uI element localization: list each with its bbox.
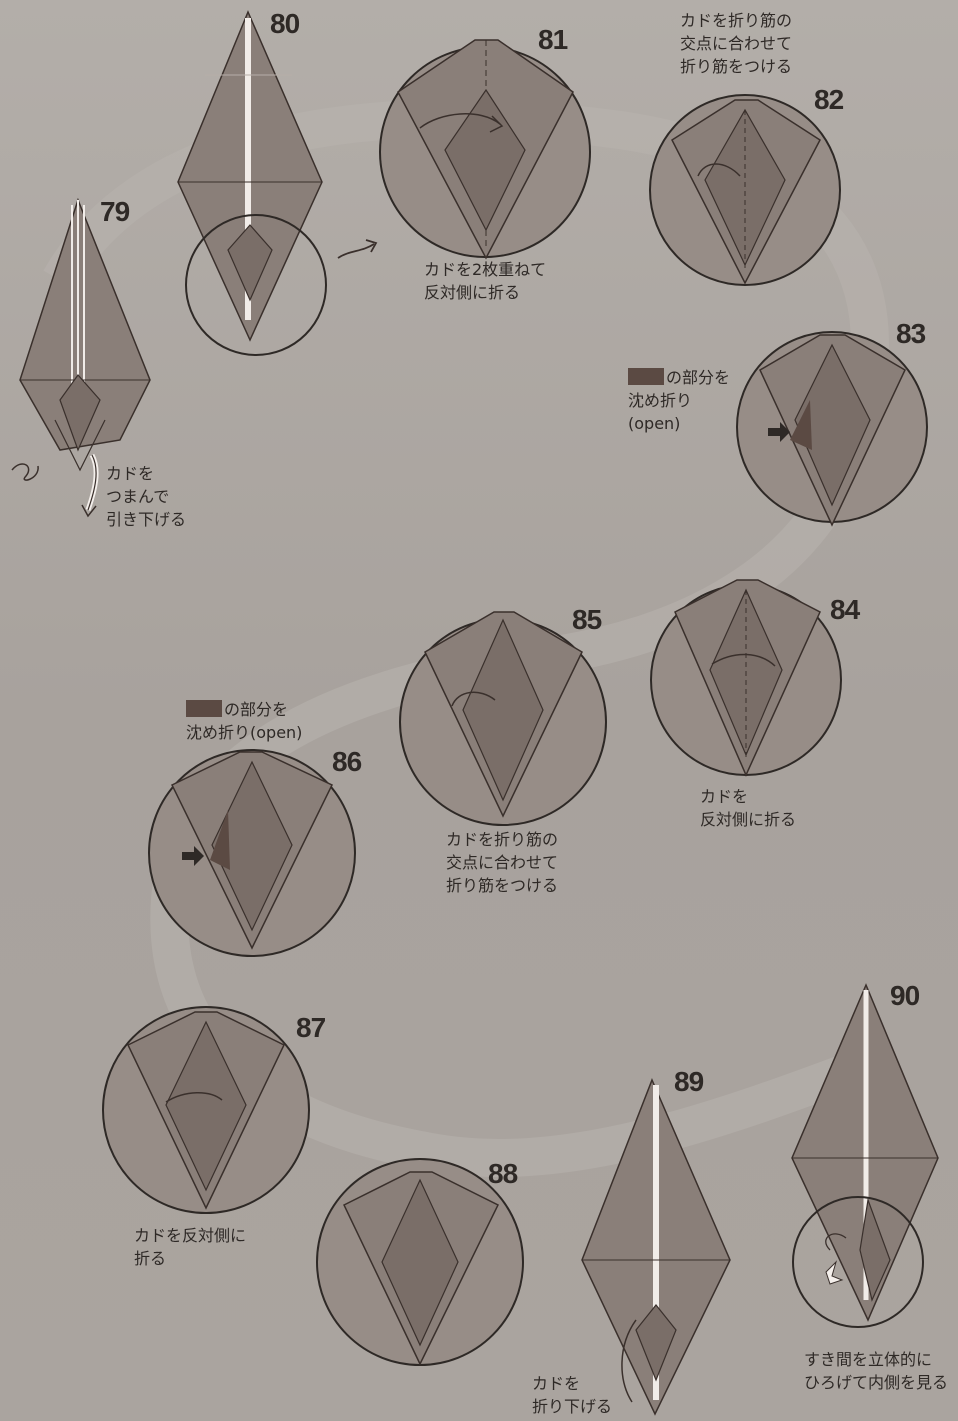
instruction-85: カドを折り筋の 交点に合わせて 折り筋をつける (446, 830, 559, 895)
model-89 (581, 1078, 731, 1416)
instruction-90: すき間を立体的に ひろげて内側を見る (804, 1350, 949, 1392)
instruction-81: カドを2枚重ねて 反対側に折る (424, 260, 547, 302)
step-number-79: 79 (100, 196, 130, 227)
instruction-83-block: の部分を 沈め折り (open) (628, 366, 730, 435)
model-84 (650, 579, 842, 777)
step-number-86: 86 (332, 746, 362, 777)
model-79 (11, 197, 151, 518)
model-87 (102, 1006, 310, 1214)
model-81 (379, 39, 591, 260)
sink-area-swatch (186, 700, 222, 717)
step-number-80: 80 (270, 8, 300, 39)
instruction-87: カドを反対側に 折る (134, 1226, 247, 1268)
instruction-83: の部分を 沈め折り (open) (628, 368, 731, 433)
model-82 (649, 94, 841, 286)
model-90 (791, 983, 939, 1328)
model-80 (177, 10, 378, 356)
instruction-86-block: の部分を 沈め折り(open) (186, 698, 302, 744)
model-86 (148, 749, 356, 957)
model-85 (399, 611, 607, 826)
sink-area-swatch (628, 368, 664, 385)
model-83 (736, 331, 928, 527)
instruction-84: カドを 反対側に折る (700, 787, 797, 829)
step-number-83: 83 (896, 318, 926, 349)
step-number-85: 85 (572, 604, 602, 635)
instruction-89: カドを 折り下げる (532, 1374, 613, 1416)
step-number-90: 90 (890, 980, 920, 1011)
step-number-81: 81 (538, 24, 568, 55)
instruction-79: カドを つまんで 引き下げる (106, 464, 187, 529)
model-88 (316, 1158, 524, 1366)
step-number-82: 82 (814, 84, 844, 115)
step-number-89: 89 (674, 1066, 704, 1097)
instruction-86: の部分を 沈め折り(open) (186, 700, 303, 742)
step-number-87: 87 (296, 1012, 326, 1043)
step-number-88: 88 (488, 1158, 518, 1189)
step-number-84: 84 (830, 594, 860, 625)
instruction-82: カドを折り筋の 交点に合わせて 折り筋をつける (680, 11, 793, 76)
